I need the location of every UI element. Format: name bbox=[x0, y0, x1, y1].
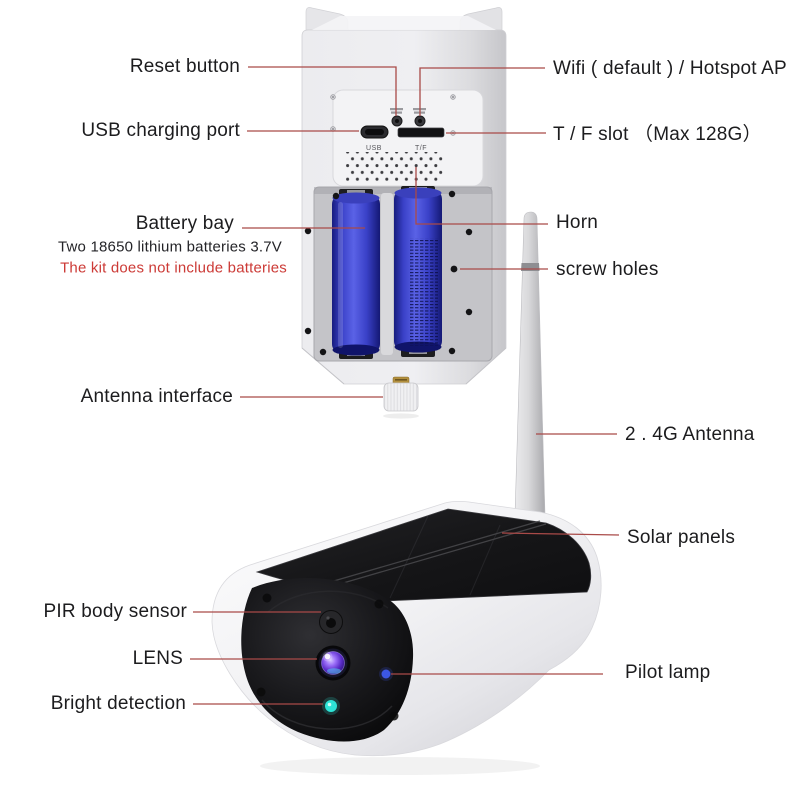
pilot-lamp-label: Pilot lamp bbox=[625, 662, 711, 684]
pilot-lamp-dot bbox=[379, 667, 393, 681]
camera-shadow bbox=[260, 757, 540, 775]
tf-card-slot bbox=[397, 127, 445, 138]
horn-label: Horn bbox=[556, 212, 598, 234]
pir-sensor bbox=[319, 610, 343, 634]
wifi-hotspot-label: Wifi ( default ) / Hotspot AP bbox=[553, 58, 787, 80]
tf-marking: T/F bbox=[415, 145, 427, 152]
solar-panel bbox=[255, 508, 592, 602]
leader-reset-button bbox=[248, 66, 397, 116]
battery-bay-label: Battery bay bbox=[135, 213, 234, 235]
leader-wifi-hotspot bbox=[419, 67, 545, 116]
antenna-interface-label: Antenna interface bbox=[80, 386, 233, 408]
antenna-rod bbox=[514, 211, 546, 516]
antenna-connector bbox=[383, 376, 419, 419]
leader-solar-panels bbox=[501, 532, 620, 536]
left-battery bbox=[332, 192, 380, 356]
panel-screws bbox=[330, 94, 456, 136]
leader-lines bbox=[190, 66, 620, 705]
usb-charging-port-label: USB charging port bbox=[81, 120, 240, 142]
back-device: USB T/F bbox=[301, 7, 507, 419]
compartment-screws bbox=[304, 190, 473, 356]
lens-label: LENS bbox=[132, 648, 183, 670]
pir-sensor-label: PIR body sensor bbox=[43, 601, 187, 623]
battery-divider bbox=[381, 193, 393, 355]
solar-panel-stripes bbox=[319, 520, 547, 589]
camera bbox=[211, 500, 602, 775]
camera-lens bbox=[315, 645, 351, 681]
antenna-24g-label: 2 . 4G Antenna bbox=[625, 424, 755, 446]
right-battery bbox=[394, 187, 442, 353]
reset-button-label: Reset button bbox=[129, 56, 240, 78]
speaker-grille bbox=[345, 152, 443, 183]
battery-label-texture bbox=[410, 238, 438, 346]
solar-panels-label: Solar panels bbox=[627, 527, 736, 549]
battery-note: Two 18650 lithium batteries 3.7V bbox=[57, 238, 282, 256]
screw-hole bbox=[450, 265, 458, 273]
top-chamfer bbox=[312, 16, 496, 30]
battery-warning: The kit does not include batteries bbox=[60, 259, 287, 277]
antenna-joint-band bbox=[521, 263, 540, 271]
front-bezel-screws bbox=[256, 593, 399, 721]
screw-holes-label: screw holes bbox=[556, 259, 659, 281]
bright-detection-dot bbox=[322, 697, 340, 715]
leader-horn bbox=[415, 167, 548, 225]
usb-marking: USB bbox=[366, 145, 382, 152]
tf-slot-label: T / F slot （Max 128G） bbox=[553, 124, 762, 146]
bright-detection-label: Bright detection bbox=[50, 693, 186, 715]
